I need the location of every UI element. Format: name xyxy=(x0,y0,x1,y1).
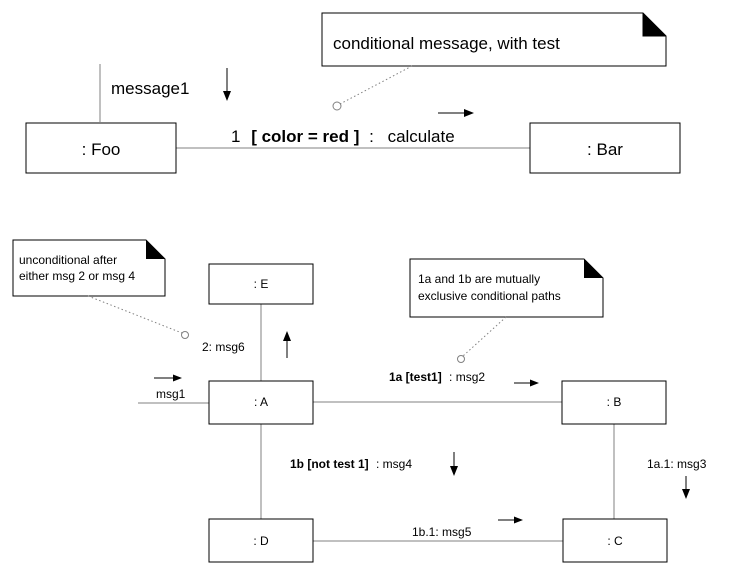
msg4-seq: 1b [not test 1] xyxy=(290,457,369,471)
object-d[interactable]: : D xyxy=(208,518,314,563)
calculate-arrow-right xyxy=(438,109,474,117)
msg6-label: 2: msg6 xyxy=(202,340,245,354)
msg2-seq: 1a [test1] xyxy=(389,370,442,384)
object-d-label: : D xyxy=(253,534,269,548)
note-connector xyxy=(339,65,413,105)
note-mutually-exclusive-line1: 1a and 1b are mutually xyxy=(418,272,540,286)
object-e-label: : E xyxy=(254,277,269,291)
calculate-colon: : xyxy=(369,127,374,146)
msg2-message: 1a [test1] : msg2 xyxy=(389,370,485,384)
msg2-rest: : msg2 xyxy=(449,370,485,384)
object-b[interactable]: : B xyxy=(561,380,667,425)
msg4-message: 1b [not test 1] : msg4 xyxy=(290,457,412,471)
object-b-label: : B xyxy=(607,395,622,409)
object-bar-label: : Bar xyxy=(587,140,623,159)
note-conditional-text: conditional message, with test xyxy=(333,34,560,53)
message1-label: message1 xyxy=(111,79,189,98)
msg4-arrow-down xyxy=(450,452,458,476)
object-foo-label: : Foo xyxy=(82,140,121,159)
object-c[interactable]: : C xyxy=(562,518,668,563)
message1-arrow-down xyxy=(223,68,231,101)
note-conditional-message: conditional message, with test xyxy=(321,12,667,67)
object-e[interactable]: : E xyxy=(208,263,314,305)
note-unconditional-line1: unconditional after xyxy=(19,253,117,267)
msg5-label: 1b.1: msg5 xyxy=(412,525,472,539)
object-c-label: : C xyxy=(607,534,623,548)
msg2-arrow-right xyxy=(514,379,539,387)
calculate-message: 1 [ color = red ] : calculate xyxy=(231,127,455,146)
note-mutually-exclusive: 1a and 1b are mutually exclusive conditi… xyxy=(409,258,604,318)
note-unconditional-line2: either msg 2 or msg 4 xyxy=(19,269,135,283)
msg4-rest: : msg4 xyxy=(376,457,412,471)
note-unconditional-anchor xyxy=(181,331,189,339)
msg1-arrow-right xyxy=(154,374,182,382)
msg1-label: msg1 xyxy=(156,387,186,401)
object-a-label: : A xyxy=(254,395,268,409)
note-mutually-exclusive-connector xyxy=(462,316,507,357)
object-bar[interactable]: : Bar xyxy=(529,122,681,174)
msg5-arrow-right xyxy=(498,516,523,524)
note-mutually-exclusive-line2: exclusive conditional paths xyxy=(418,289,561,303)
note-unconditional-connector xyxy=(87,295,183,334)
object-foo[interactable]: : Foo xyxy=(25,122,177,174)
note-anchor xyxy=(332,101,342,111)
msg6-arrow-up xyxy=(283,331,291,358)
note-mutually-exclusive-anchor xyxy=(457,355,465,363)
calculate-seq: 1 xyxy=(231,127,240,146)
note-unconditional: unconditional after either msg 2 or msg … xyxy=(12,239,166,297)
object-a[interactable]: : A xyxy=(208,380,314,425)
calculate-operation: calculate xyxy=(388,127,455,146)
msg3-arrow-down xyxy=(682,476,690,499)
msg3-label: 1a.1: msg3 xyxy=(647,457,707,471)
calculate-guard: [ color = red ] xyxy=(251,127,359,146)
